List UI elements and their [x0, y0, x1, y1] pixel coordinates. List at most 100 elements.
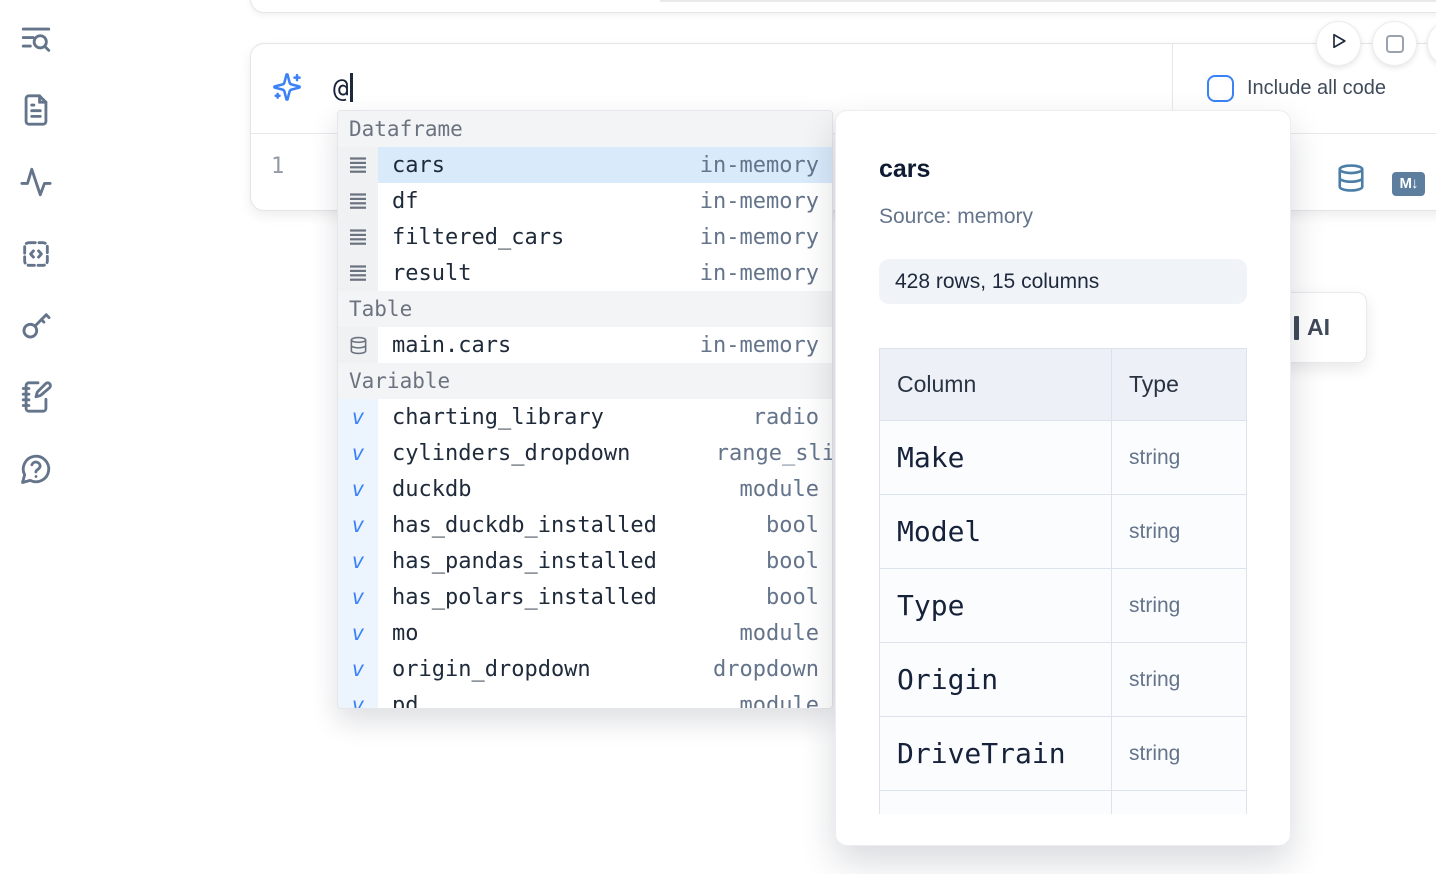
code-square-icon [19, 237, 53, 271]
autocomplete-item-df[interactable]: df in-memory [338, 183, 832, 219]
autocomplete-item-result[interactable]: result in-memory [338, 255, 832, 291]
sidebar-item-snippets[interactable] [19, 237, 53, 271]
sidebar-item-documentation[interactable] [19, 93, 53, 127]
variable-icon: v [338, 471, 378, 507]
sparkles-icon [272, 72, 302, 102]
item-name: mo [392, 620, 419, 646]
variable-icon: v [338, 543, 378, 579]
dataframe-rows-icon [338, 183, 378, 219]
item-type: in-memory [699, 260, 819, 286]
autocomplete-item-has_pandas_installed[interactable]: v has_pandas_installed bool [338, 543, 832, 579]
schema-cell-column: Make [879, 420, 1112, 495]
schema-cell-column: Type [879, 568, 1112, 643]
prompt-divider [1172, 44, 1173, 134]
item-type: radio [752, 404, 819, 430]
variable-icon: v [338, 687, 378, 708]
schema-cell-column [879, 790, 1112, 814]
schema-cell-column: Model [879, 494, 1112, 569]
variable-icon: v [338, 435, 378, 471]
item-name: filtered_cars [392, 224, 565, 250]
ai-prompt-input[interactable]: @ [333, 71, 353, 107]
notebook-pen-icon [19, 380, 53, 414]
schema-header-column: Column [879, 348, 1112, 421]
variable-icon: v [338, 579, 378, 615]
text-caret [349, 73, 353, 102]
popup-shape-summary: 428 rows, 15 columns [879, 259, 1247, 304]
schema-cell-type: string [1111, 420, 1247, 495]
include-all-code-label[interactable]: Include all code [1247, 77, 1386, 99]
item-name: pd [392, 692, 419, 709]
item-name: charting_library [392, 404, 604, 430]
item-type: bool [766, 512, 819, 538]
popup-source-label: Source: memory [879, 205, 1034, 228]
ai-card-label: AI [1307, 314, 1330, 340]
schema-cell-type: string [1111, 716, 1247, 791]
schema-cell-type: string [1111, 494, 1247, 569]
include-all-code-checkbox[interactable] [1207, 75, 1234, 102]
variable-icon: v [338, 399, 378, 435]
autocomplete-item-cylinders_dropdown[interactable]: v cylinders_dropdown range_sli [338, 435, 832, 471]
autocomplete-section-table: Table [338, 291, 832, 327]
item-name: result [392, 260, 472, 286]
sidebar-item-scratchpad[interactable] [19, 380, 53, 414]
sidebar-item-tracing[interactable] [19, 165, 53, 199]
code-editor-row[interactable]: 1 M↓ [251, 134, 1436, 211]
markdown-icon[interactable]: M↓ [1392, 172, 1425, 196]
help-bubble-icon [19, 452, 53, 486]
variable-icon: v [338, 651, 378, 687]
item-type: in-memory [699, 188, 819, 214]
schema-cell-type: string [1111, 642, 1247, 717]
autocomplete-item-main.cars[interactable]: main.cars in-memory [338, 327, 832, 363]
item-name: origin_dropdown [392, 656, 591, 682]
schema-cell-type: string [1111, 568, 1247, 643]
schema-cell-column: DriveTrain [879, 716, 1112, 791]
item-name: main.cars [392, 332, 512, 358]
dataframe-preview-popup: cars Source: memory 428 rows, 15 columns… [835, 110, 1291, 846]
dataframe-rows-icon [338, 255, 378, 291]
database-icon[interactable] [1336, 163, 1366, 199]
run-all-button[interactable] [1316, 21, 1361, 66]
schema-header-type: Type [1111, 348, 1247, 421]
sidebar-item-secrets[interactable] [19, 308, 53, 342]
autocomplete-item-cars[interactable]: cars in-memory [338, 147, 832, 183]
item-type: range_sli [715, 440, 833, 466]
line-number: 1 [271, 154, 285, 179]
sidebar-item-help[interactable] [19, 452, 53, 486]
file-text-icon [19, 93, 53, 127]
item-name: df [392, 188, 419, 214]
item-name: cars [392, 152, 445, 178]
item-type: in-memory [699, 152, 819, 178]
schema-cell-type [1111, 790, 1247, 814]
item-name: has_pandas_installed [392, 548, 657, 574]
item-type: in-memory [699, 224, 819, 250]
play-icon [1329, 31, 1349, 56]
item-type: module [739, 692, 819, 709]
item-type: bool [766, 548, 819, 574]
key-icon [19, 308, 53, 342]
item-type: module [739, 476, 819, 502]
sidebar-item-table-of-contents[interactable] [19, 22, 53, 56]
activity-icon [19, 165, 53, 199]
item-name: duckdb [392, 476, 472, 502]
item-name: cylinders_dropdown [392, 440, 631, 466]
autocomplete-item-filtered_cars[interactable]: filtered_cars in-memory [338, 219, 832, 255]
database-icon [338, 327, 378, 363]
stop-button[interactable] [1372, 21, 1417, 66]
autocomplete-item-charting_library[interactable]: v charting_library radio [338, 399, 832, 435]
item-type: bool [766, 584, 819, 610]
autocomplete-section-variable: Variable [338, 363, 832, 399]
item-type: in-memory [699, 332, 819, 358]
